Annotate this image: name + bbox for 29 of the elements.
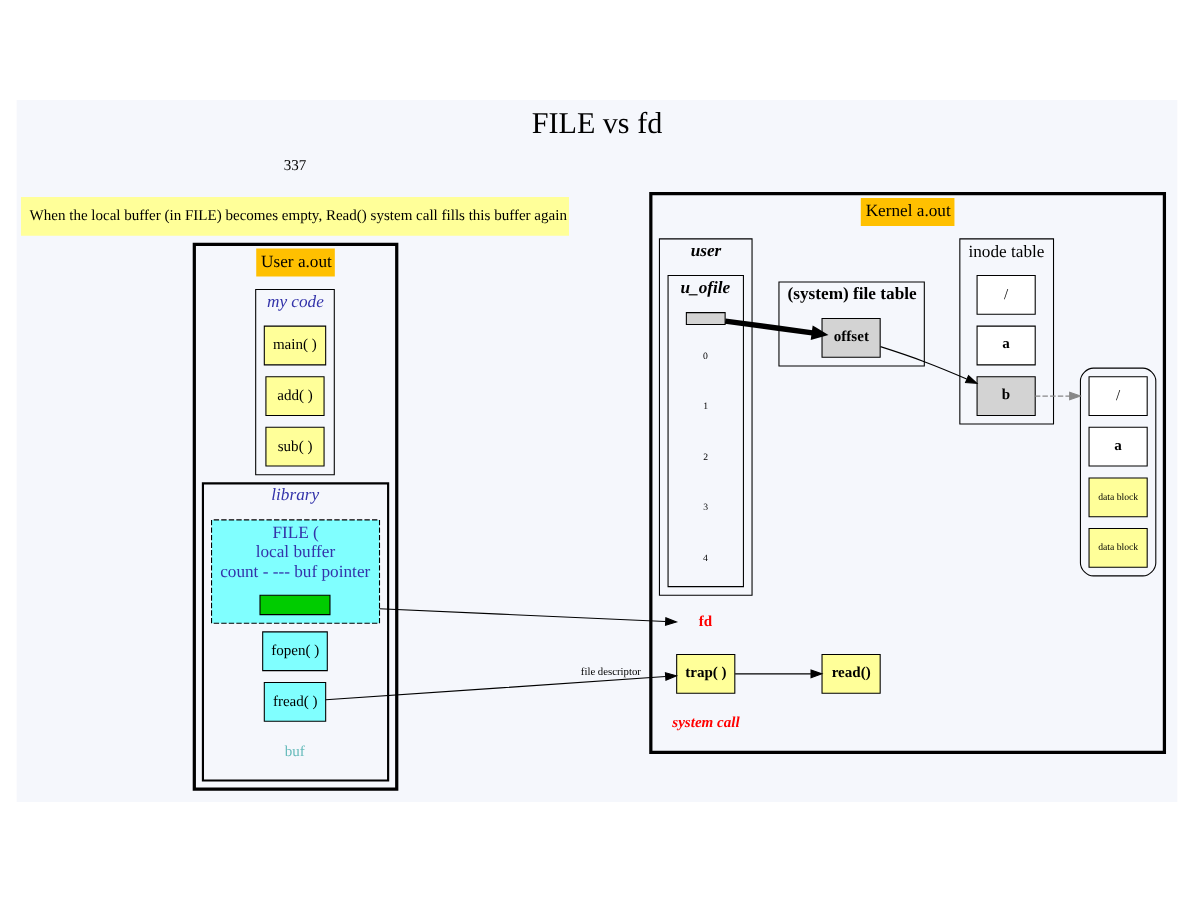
node-text: fd <box>698 612 713 631</box>
arrow <box>378 608 679 626</box>
label: buf <box>284 742 305 761</box>
node-box: / <box>976 274 1036 315</box>
arrow <box>1034 391 1083 401</box>
node-box: a <box>1088 426 1148 467</box>
arrow <box>724 318 829 341</box>
node-box: main( ) <box>263 325 327 366</box>
arrow <box>879 346 979 385</box>
node-box: read() <box>821 653 881 694</box>
arrow <box>325 672 679 701</box>
node-box: sub( ) <box>265 426 325 467</box>
node-box: b <box>976 376 1036 416</box>
arrow <box>734 669 824 679</box>
cluster <box>1079 367 1157 577</box>
node-box: fread( ) <box>263 681 327 722</box>
node-box: fopen( ) <box>262 631 328 672</box>
node-box: offset <box>821 318 881 358</box>
node-box: / <box>1088 376 1148 416</box>
diagram-title: FILE vs fd <box>531 108 663 141</box>
label: When the local buffer (in FILE) becomes empty, Read() system call fills this buffer again <box>29 206 567 225</box>
node-bar <box>259 594 331 616</box>
label: 337 <box>283 155 307 174</box>
node-box: a <box>976 325 1036 366</box>
node-box <box>685 312 726 326</box>
label: system call <box>672 713 740 732</box>
node-box: add( ) <box>265 376 325 416</box>
cluster: FILE ( local buffer count - --- buf pointer <box>211 519 381 624</box>
node-box: trap( ) <box>676 653 736 694</box>
